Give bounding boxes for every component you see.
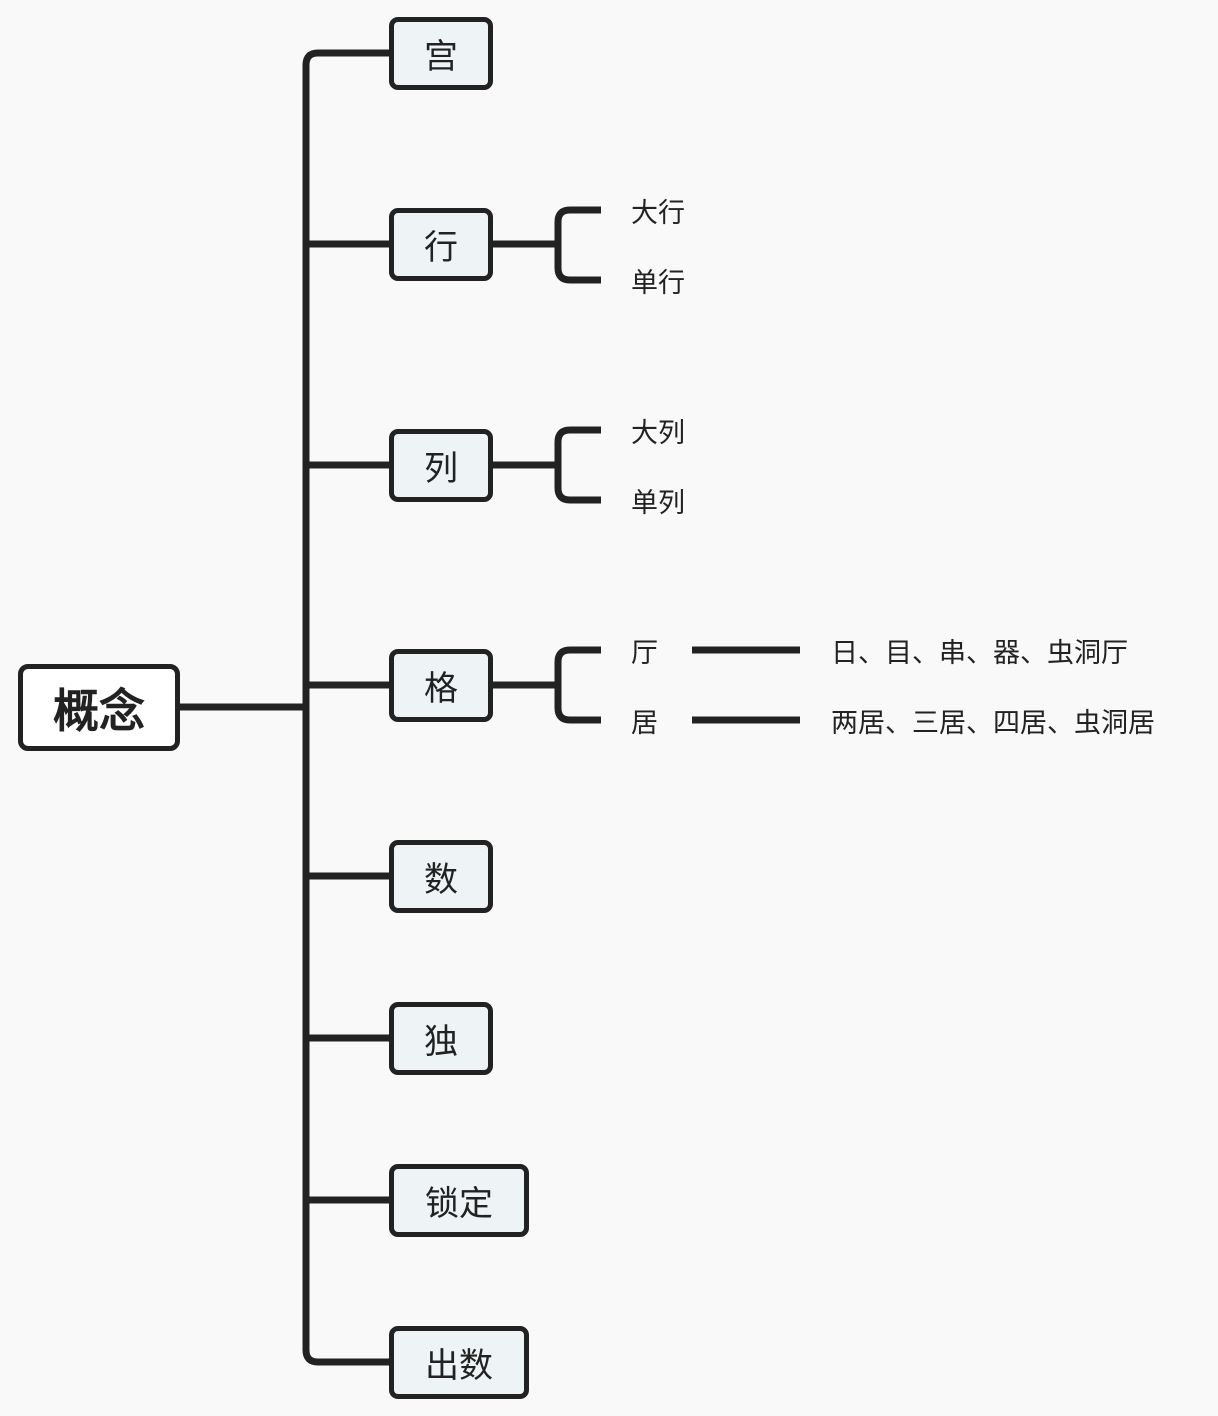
main-trunk [302, 49, 392, 1366]
sub-bracket [554, 206, 601, 284]
branch-node-suoding[interactable]: 锁定 [389, 1164, 529, 1237]
branch-node-ge[interactable]: 格 [389, 649, 493, 722]
root-node[interactable]: 概念 [18, 664, 180, 751]
branch-node-gong[interactable]: 宫 [389, 17, 493, 90]
branch-label: 格 [424, 669, 458, 709]
leaf-detail[interactable]: 日、目、串、器、虫洞厅 [831, 638, 1128, 669]
leaf-label[interactable]: 单列 [631, 488, 685, 519]
sub-bracket [554, 646, 601, 724]
branch-label: 列 [424, 449, 458, 489]
leaf-label[interactable]: 大列 [631, 418, 685, 449]
leaf-detail[interactable]: 两居、三居、四居、虫洞居 [831, 708, 1155, 739]
branch-label: 宫 [424, 37, 458, 77]
branch-label: 锁定 [425, 1184, 493, 1224]
sub-bracket [554, 426, 601, 504]
leaf-label[interactable]: 单行 [631, 268, 685, 299]
leaf-label[interactable]: 居 [631, 708, 658, 739]
branch-node-chushu[interactable]: 出数 [389, 1326, 529, 1399]
leaf-label[interactable]: 大行 [631, 198, 685, 229]
branch-node-shu[interactable]: 数 [389, 840, 493, 913]
branch-node-du[interactable]: 独 [389, 1002, 493, 1075]
branch-label: 独 [424, 1022, 458, 1062]
branch-node-hang[interactable]: 行 [389, 208, 493, 281]
branch-node-lie[interactable]: 列 [389, 429, 493, 502]
branch-label: 数 [424, 860, 458, 900]
leaf-label[interactable]: 厅 [631, 638, 658, 669]
root-label: 概念 [53, 683, 145, 738]
branch-label: 出数 [425, 1346, 493, 1386]
branch-label: 行 [424, 228, 458, 268]
